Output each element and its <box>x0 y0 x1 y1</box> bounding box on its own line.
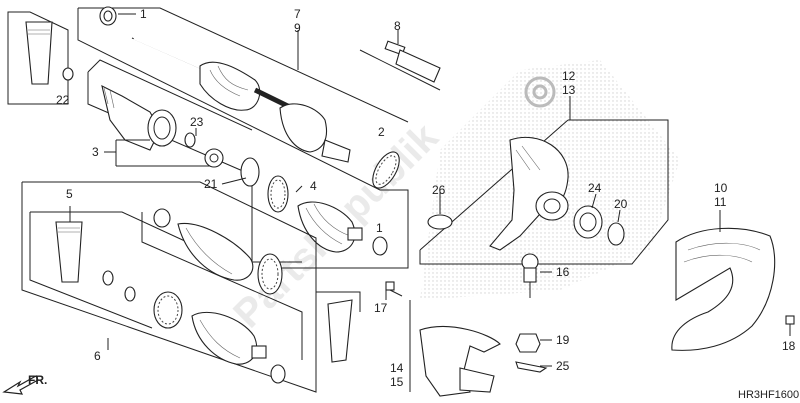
callout-24: 24 <box>588 181 602 195</box>
callout-20: 20 <box>614 197 628 211</box>
cover-part-14-15 <box>409 300 501 397</box>
callout-12: 12 <box>562 69 576 83</box>
callout-17: 17 <box>374 301 388 315</box>
nut-part-19 <box>515 333 541 353</box>
callout-25: 25 <box>556 359 570 373</box>
spider-part <box>204 148 224 168</box>
callout-23: 23 <box>190 115 204 129</box>
circlip-part-26 <box>427 214 453 230</box>
callout-11: 11 <box>714 195 727 209</box>
lower-boot-outer <box>153 291 286 384</box>
hub-part-8 <box>359 40 441 91</box>
callout-15: 15 <box>390 375 404 389</box>
clamp-part-1-top <box>99 6 117 26</box>
grease-tube-lower <box>327 299 353 363</box>
front-direction-arrow: FR. <box>2 373 47 395</box>
leader-lines <box>69 13 721 367</box>
callout-13: 13 <box>562 83 576 97</box>
front-direction-label: FR. <box>28 373 47 387</box>
cotter-pin-part-25 <box>515 361 548 373</box>
callout-4: 4 <box>310 179 317 193</box>
callout-22: 22 <box>56 93 70 107</box>
callout-7: 7 <box>294 7 301 21</box>
boot-band-part-4 <box>267 175 289 213</box>
callout-19: 19 <box>556 333 570 347</box>
ball-joint-part-16 <box>521 253 539 298</box>
callout-1-top: 1 <box>140 7 147 21</box>
inboard-joint-part-3 <box>101 84 177 151</box>
callout-21: 21 <box>204 177 218 191</box>
callout-14: 14 <box>390 361 404 375</box>
callout-5: 5 <box>66 187 73 201</box>
callout-2: 2 <box>378 125 385 139</box>
callout-9: 9 <box>294 21 301 35</box>
bolt-part-17 <box>385 281 403 297</box>
circlip-part-20 <box>607 222 625 246</box>
diagram-code: HR3HF1600 <box>738 389 799 401</box>
callout-6: 6 <box>94 349 101 363</box>
callout-8: 8 <box>394 19 401 33</box>
lower-clips <box>102 270 136 302</box>
callout-26: 26 <box>432 183 446 197</box>
splash-guard-part-10-11 <box>671 227 776 351</box>
callout-18: 18 <box>782 339 796 353</box>
watermark: PartsRepublik <box>225 60 680 336</box>
ring-part-23 <box>184 132 196 148</box>
grease-tube-part-5 <box>55 221 83 283</box>
boot-band-part-2 <box>372 151 400 189</box>
callout-16: 16 <box>556 265 570 279</box>
grease-tube-part-22 <box>25 21 74 85</box>
callout-3: 3 <box>92 145 99 159</box>
axle-shaft <box>131 36 351 163</box>
ring-part-21 <box>240 157 260 187</box>
screw-part-18 <box>785 315 795 336</box>
lower-boot-inner <box>153 208 283 295</box>
knuckle-group <box>419 119 669 265</box>
callout-10: 10 <box>714 181 728 195</box>
lower-shaft-group <box>21 181 361 393</box>
boot-part <box>297 201 388 256</box>
callout-1-lower: 1 <box>376 221 383 235</box>
bearing-part-24 <box>573 205 603 239</box>
